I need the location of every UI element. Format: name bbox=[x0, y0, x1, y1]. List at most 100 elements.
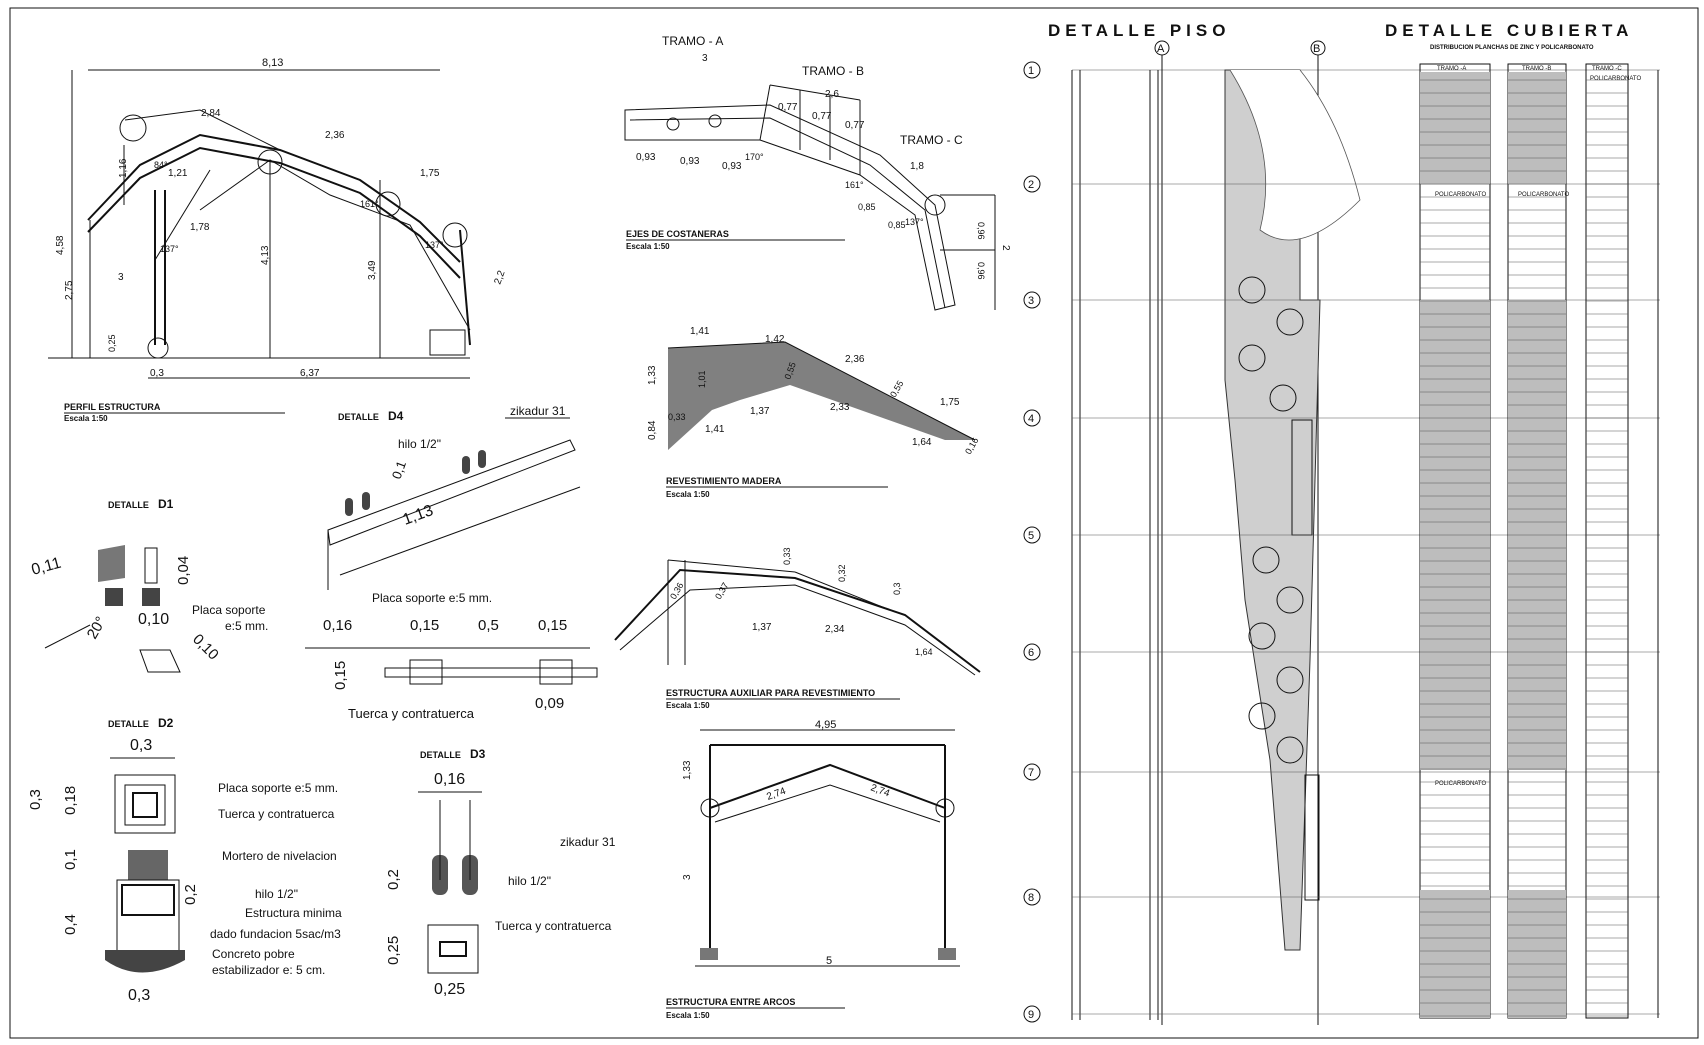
m-d7: 1,64 bbox=[912, 437, 932, 448]
header-cubierta-sub: DISTRIBUCION PLANCHAS DE ZINC Y POLICARB… bbox=[1430, 45, 1594, 51]
perfil-title: PERFIL ESTRUCTURA bbox=[64, 402, 161, 412]
c-ang1: 170° bbox=[745, 152, 764, 162]
d1-b: 0,04 bbox=[175, 556, 192, 585]
m-d3: 2,36 bbox=[845, 354, 865, 365]
aux-f: 1,37 bbox=[752, 622, 772, 633]
d2-l1: Tuerca y contratuerca bbox=[218, 807, 335, 821]
costaneras-title: EJES DE COSTANERAS bbox=[626, 229, 729, 239]
madera-scale: Escala 1:50 bbox=[666, 490, 710, 499]
d1-label2: e:5 mm. bbox=[225, 619, 268, 633]
d4-title: DETALLE bbox=[338, 412, 379, 422]
perfil-estructura: 8,13 4,58 2,75 3 4,13 3,49 2,2 1,16 0,25… bbox=[48, 57, 508, 423]
axis-b: B bbox=[1313, 43, 1320, 55]
d4-id: D4 bbox=[388, 409, 404, 423]
d2-l4: Estructura minima bbox=[245, 906, 342, 920]
d1-id: D1 bbox=[158, 497, 174, 511]
c-a1: 0,93 bbox=[636, 152, 656, 163]
d2-h3: 0,1 bbox=[62, 849, 79, 870]
d2-h4: 0,2 bbox=[182, 884, 199, 905]
dim-s5: 1,21 bbox=[168, 168, 188, 179]
d2-l7: estabilizador e: 5 cm. bbox=[212, 963, 325, 977]
dim-s4: 1,78 bbox=[190, 222, 210, 233]
cub-mat-2: POLICARBONATO bbox=[1518, 192, 1569, 198]
d1-d: 0,10 bbox=[189, 631, 222, 664]
dim-s1: 2,84 bbox=[201, 108, 221, 119]
c-a3: 0,93 bbox=[722, 161, 742, 172]
c-dim-b: 2,6 bbox=[825, 89, 839, 100]
m-h5: 1,01 bbox=[697, 370, 707, 388]
d4-len: 1,13 bbox=[401, 502, 436, 529]
dim-h6: 1,16 bbox=[118, 158, 129, 178]
row-4: 4 bbox=[1028, 413, 1034, 425]
d2-l3: hilo 1/2" bbox=[255, 887, 298, 901]
detalle-piso: DETALLE PISO A B bbox=[1023, 21, 1660, 1025]
m-d1: 1,41 bbox=[690, 326, 710, 337]
d4-h: 0,15 bbox=[332, 661, 349, 690]
d3-h1: 0,2 bbox=[385, 869, 402, 890]
c-c1: 0,85 bbox=[858, 202, 876, 212]
c-c2: 0,85 bbox=[888, 220, 906, 230]
entre-arcos-scale: Escala 1:50 bbox=[666, 1011, 710, 1020]
sheet-border bbox=[9, 7, 1699, 1039]
d3-h2: 0,25 bbox=[385, 936, 402, 965]
revestimiento-madera: 1,41 1,42 2,36 1,75 1,37 2,33 1,64 1,41 … bbox=[647, 326, 980, 499]
row-1: 1 bbox=[1028, 65, 1034, 77]
dim-s2: 2,36 bbox=[325, 130, 345, 141]
row-3: 3 bbox=[1028, 295, 1034, 307]
m-h3: 0,33 bbox=[668, 412, 686, 422]
d2-h5: 0,4 bbox=[62, 914, 79, 935]
c-c3: 0,96 bbox=[976, 222, 986, 240]
row-5: 5 bbox=[1028, 530, 1034, 542]
c-c4: 0,96 bbox=[976, 262, 986, 280]
dim-w1: 0,3 bbox=[150, 368, 164, 379]
aux-e: 0,3 bbox=[892, 582, 902, 595]
ea-bottom: 5 bbox=[826, 955, 832, 967]
ejes-costaneras: TRAMO - A TRAMO - B TRAMO - C 3 2,6 1,8 … bbox=[624, 34, 1011, 311]
ea-h2: 3 bbox=[682, 874, 693, 880]
d4-s4: 0,15 bbox=[538, 617, 567, 634]
ea-top: 4,95 bbox=[815, 719, 836, 731]
detalle-d4: DETALLE D4 1,13 0,1 hilo 1/2" zikadur 31… bbox=[305, 404, 598, 721]
aux-g: 2,34 bbox=[825, 624, 845, 635]
aux-h: 1,64 bbox=[915, 647, 933, 657]
aux-d: 0,32 bbox=[837, 564, 847, 582]
m-d5: 1,37 bbox=[750, 406, 770, 417]
d2-top: 0,3 bbox=[130, 737, 152, 754]
ea-r: 2,74 bbox=[869, 782, 891, 799]
m-h1: 1,33 bbox=[647, 365, 658, 385]
cub-mat-3: POLICARBONATO bbox=[1590, 76, 1641, 82]
d3-tuerca: Tuerca y contratuerca bbox=[495, 919, 612, 933]
aux-b: 0,37 bbox=[713, 581, 730, 601]
row-markers: 1 2 3 4 5 6 7 8 9 bbox=[1023, 61, 1041, 1023]
c-ang2: 161° bbox=[845, 180, 864, 190]
axis-a: A bbox=[1157, 43, 1165, 55]
dim-h-total: 4,58 bbox=[55, 235, 66, 255]
detalle-d1: DETALLE D1 0,11 0,04 0,10 0,10 20° Placa… bbox=[30, 497, 268, 673]
d1-a: 0,11 bbox=[30, 555, 63, 579]
d4-tuerca: Tuerca y contratuerca bbox=[348, 706, 475, 721]
entre-arcos-title: ESTRUCTURA ENTRE ARCOS bbox=[666, 997, 795, 1007]
auxiliar-title: ESTRUCTURA AUXILIAR PARA REVESTIMIENTO bbox=[666, 688, 875, 698]
c-dim-a: 3 bbox=[702, 53, 708, 64]
auxiliar-scale: Escala 1:50 bbox=[666, 701, 710, 710]
dim-h5: 2,2 bbox=[492, 269, 507, 286]
ang3: 161° bbox=[360, 199, 379, 209]
row-9: 9 bbox=[1028, 1009, 1034, 1021]
cub-col-c: TRAMO -C bbox=[1592, 66, 1622, 72]
d3-hilo: hilo 1/2" bbox=[508, 874, 551, 888]
c-c5: 2 bbox=[1000, 245, 1011, 251]
d3-title: DETALLE bbox=[420, 750, 461, 760]
cub-col-a: TRAMO -A bbox=[1437, 66, 1466, 72]
row-6: 6 bbox=[1028, 647, 1034, 659]
c-dim-c: 1,8 bbox=[910, 161, 924, 172]
d2-l2: Mortero de nivelacion bbox=[222, 849, 337, 863]
cub-col-b: TRAMO -B bbox=[1522, 66, 1551, 72]
d1-title: DETALLE bbox=[108, 500, 149, 510]
d3-id: D3 bbox=[470, 747, 486, 761]
estructura-auxiliar: 0,36 0,37 0,33 0,32 0,3 1,37 2,34 1,64 E… bbox=[614, 547, 981, 710]
ang2: 137° bbox=[160, 244, 179, 254]
tramo-c: TRAMO - C bbox=[900, 133, 963, 147]
d4-s1: 0,16 bbox=[323, 617, 352, 634]
header-cubierta: DETALLE CUBIERTA bbox=[1385, 21, 1633, 40]
